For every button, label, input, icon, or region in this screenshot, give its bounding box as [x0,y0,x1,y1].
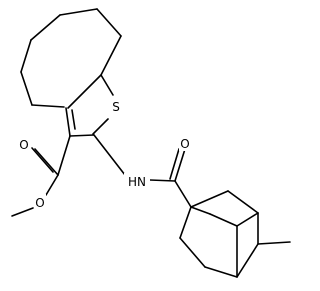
thiophene-ring [65,74,114,137]
cyclooctane-ring [20,8,122,108]
adamantane-cage [179,190,291,278]
atom-labels: S O O HN O [18,97,191,210]
amide-group [93,134,192,208]
ester-carbonyl-oxygen-label: O [19,138,28,152]
amide-carbonyl-oxygen-label: O [180,137,189,151]
methyl-ester-group [11,135,71,217]
sulfur-atom-label: S [112,100,120,114]
ester-ether-oxygen-label: O [35,196,44,210]
amide-nitrogen-label: HN [128,175,146,189]
molecule-structure: S O O HN O [11,8,291,278]
